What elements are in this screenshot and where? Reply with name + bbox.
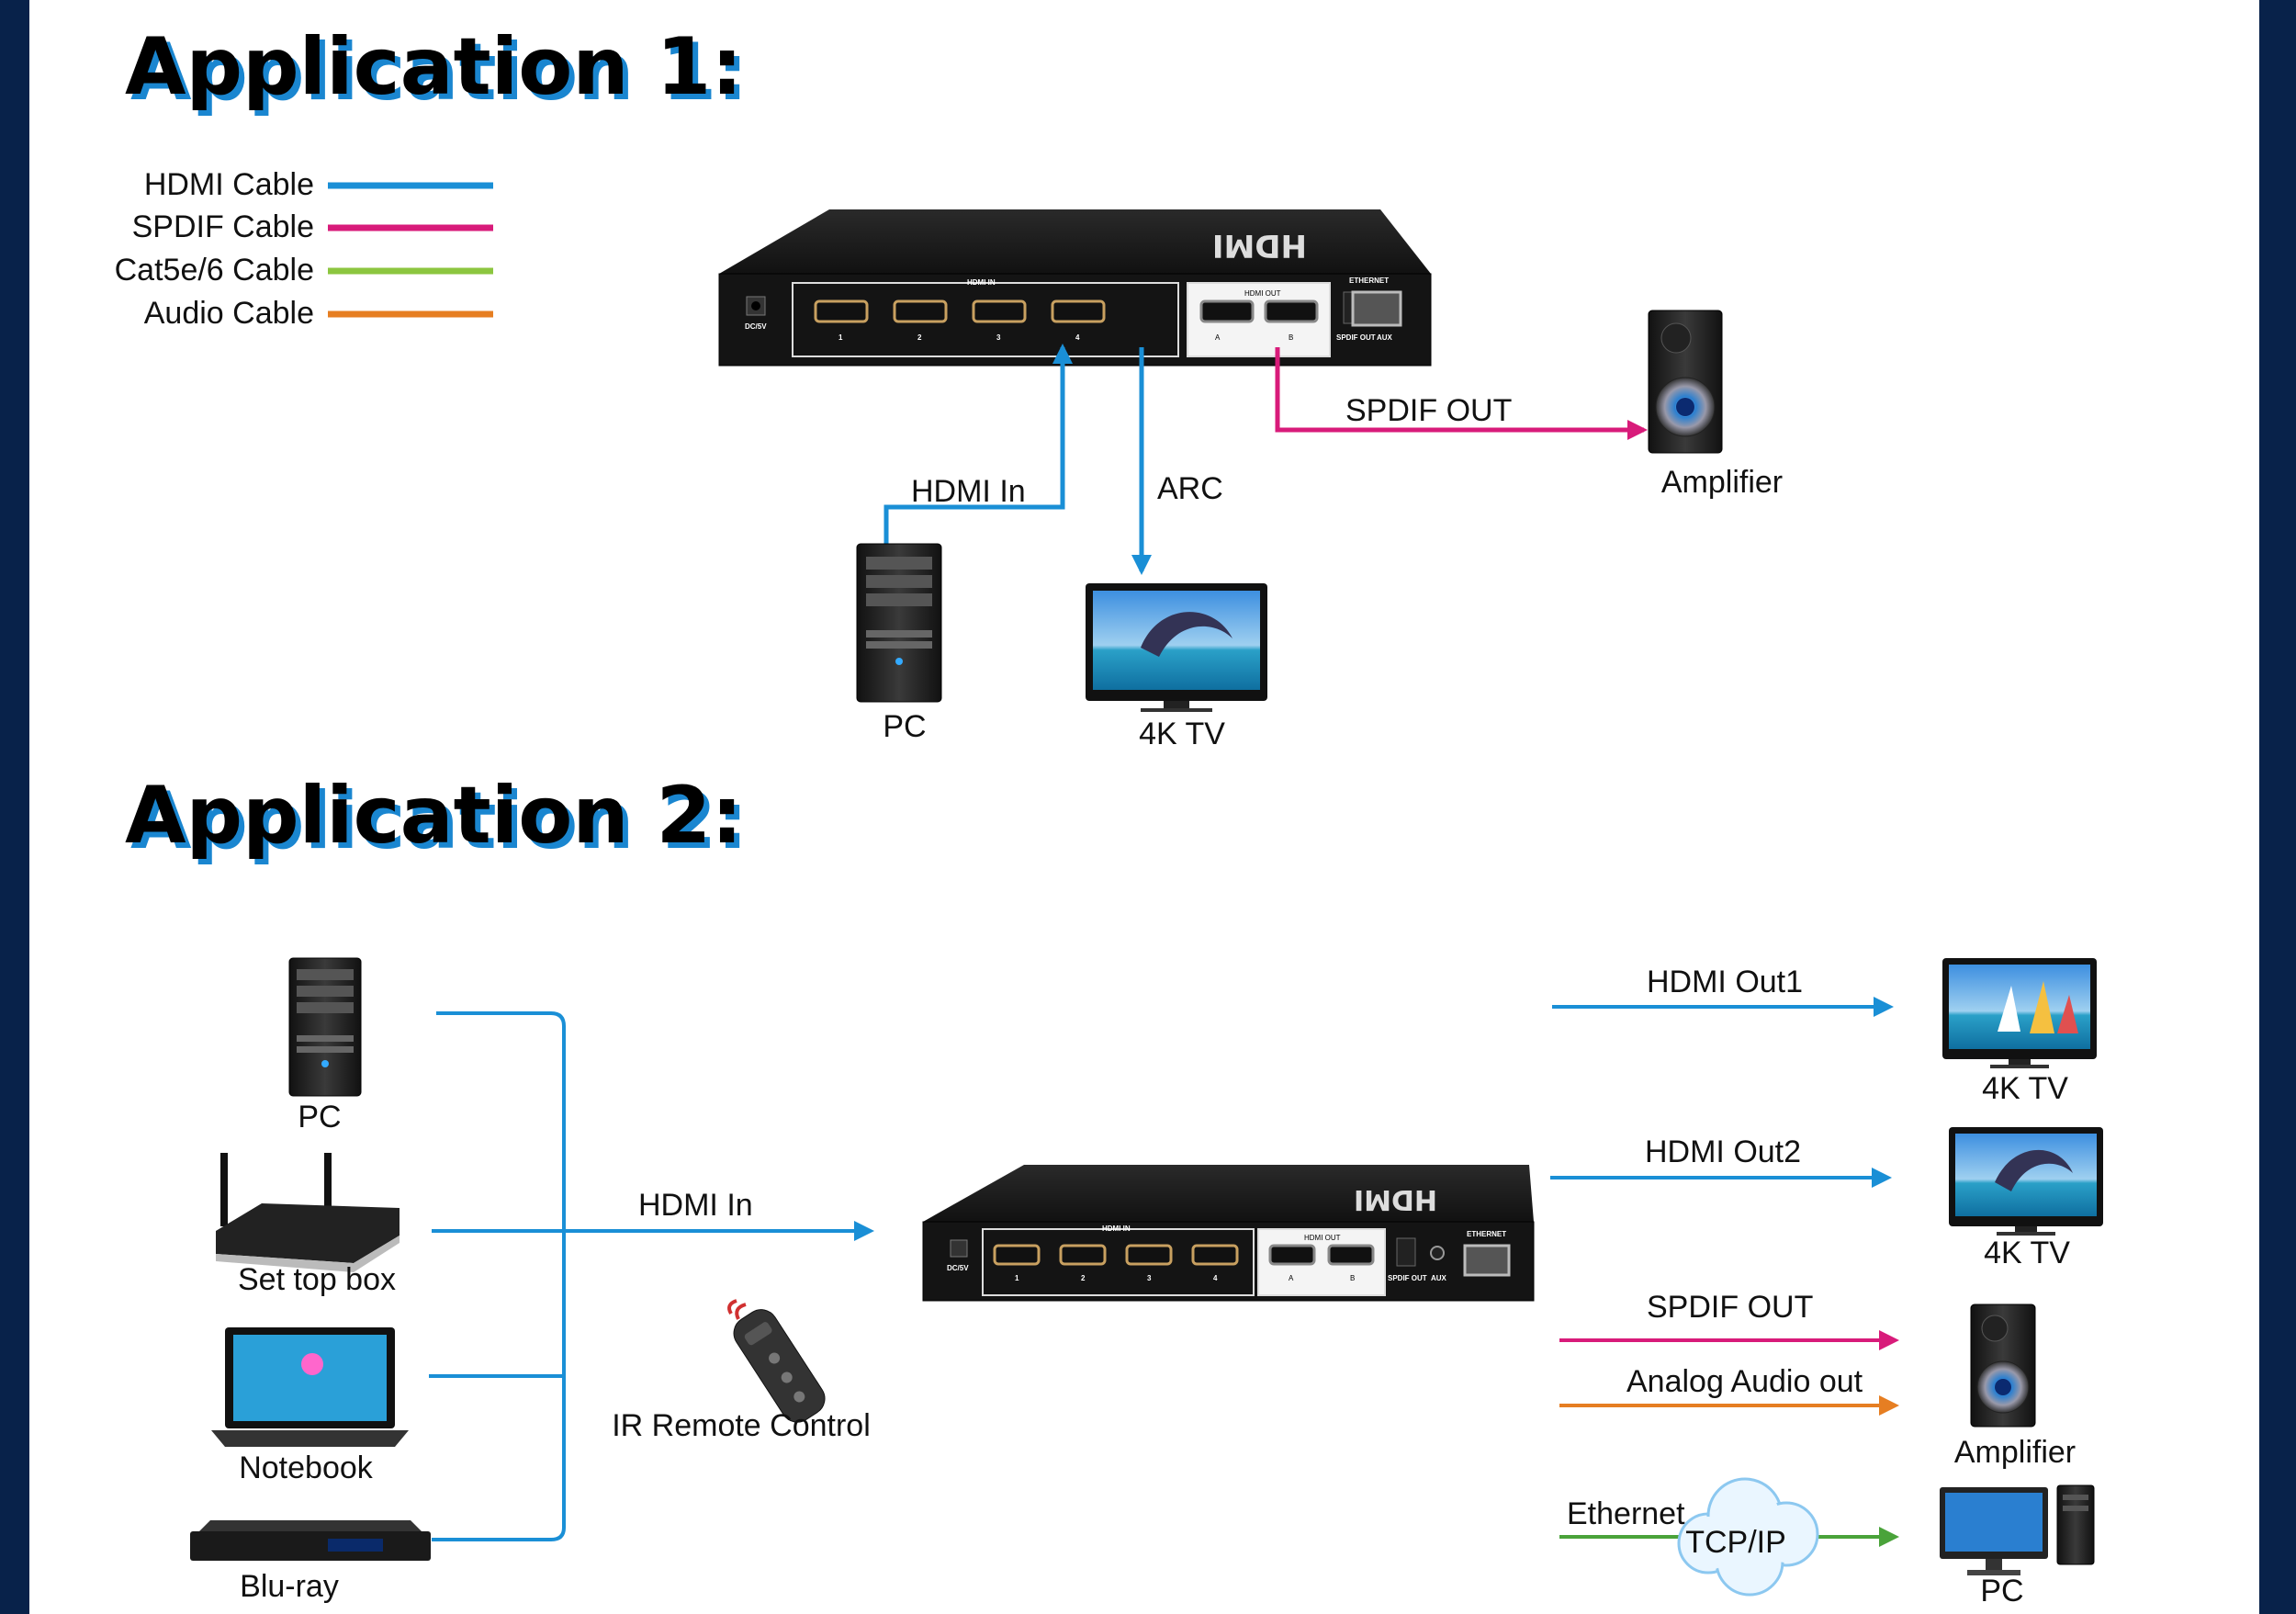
svg-text:ETHERNET: ETHERNET: [1349, 277, 1389, 285]
app2-bluray-label: Blu-ray: [240, 1569, 339, 1604]
app2-hdmi-in-label: HDMI In: [638, 1188, 753, 1223]
svg-text:4: 4: [1075, 333, 1080, 342]
legend-label-cat: Cat5e/6 Cable: [115, 253, 314, 288]
app2-settop-box: [216, 1153, 400, 1272]
svg-text:1: 1: [838, 333, 843, 342]
svg-text:HDMI IN: HDMI IN: [967, 278, 996, 287]
heading-application-2: Application 2: Application 2:: [125, 770, 748, 867]
svg-text:SPDIF OUT: SPDIF OUT: [1336, 333, 1376, 342]
svg-text:Application 1:: Application 1:: [130, 27, 748, 119]
svg-text:A: A: [1289, 1274, 1294, 1282]
app2-out1-label: HDMI Out1: [1647, 965, 1803, 999]
app1-pc-label: PC: [883, 709, 926, 744]
app1-arc-label: ARC: [1157, 471, 1223, 506]
svg-text:Application 2:: Application 2:: [130, 775, 748, 867]
legend-label-hdmi: HDMI Cable: [144, 167, 314, 202]
app2-tcpip-label: TCP/IP: [1685, 1525, 1786, 1560]
hdmi-device-1-ethernet: ETHERNET: [1349, 277, 1402, 327]
app2-tv-2: [1949, 1127, 2103, 1236]
app2-amplifier-label: Amplifier: [1954, 1435, 2076, 1470]
app1-hdmi-in-label: HDMI In: [911, 474, 1026, 509]
heading-application-1: Application 1: Application 1:: [125, 21, 748, 119]
app2-ir-remote: [727, 1299, 826, 1423]
app2-pc-out-label: PC: [1980, 1574, 2023, 1608]
svg-text:Application 2:: Application 2:: [125, 770, 743, 862]
app1-spdif-cable: [1275, 347, 1648, 440]
svg-text:2: 2: [1081, 1274, 1086, 1282]
app2-pc-label: PC: [298, 1100, 341, 1134]
app2-pc-tower: [288, 957, 362, 1097]
svg-text:4: 4: [1213, 1274, 1218, 1282]
hdmi-device-1: HDMI DC/5V HDMI IN 1 2 3 4 HDMI OUT A B …: [718, 209, 1432, 367]
app2-pc-out: [1940, 1484, 2095, 1575]
app2-tv-1-label: 4K TV: [1982, 1071, 2068, 1106]
app1-hdmi-in-cable: [884, 344, 1073, 544]
legend: HDMI Cable SPDIF Cable Cat5e/6 Cable Aud…: [115, 167, 493, 331]
app2-out2-label: HDMI Out2: [1645, 1134, 1801, 1169]
svg-text:2: 2: [917, 333, 922, 342]
svg-text:ETHERNET: ETHERNET: [1467, 1230, 1506, 1238]
svg-text:DC/5V: DC/5V: [745, 322, 767, 331]
app2-tv-1: [1942, 958, 2097, 1068]
app2-tv-2-label: 4K TV: [1984, 1236, 2070, 1270]
svg-text:HDMI: HDMI: [1212, 227, 1307, 264]
svg-text:AUX: AUX: [1431, 1274, 1447, 1282]
app2-input-bracket: [429, 1011, 874, 1541]
app2-remote-label: IR Remote Control: [612, 1408, 871, 1443]
svg-text:Application 1:: Application 1:: [125, 21, 743, 113]
svg-text:B: B: [1350, 1274, 1355, 1282]
app2-ethernet-label: Ethernet: [1567, 1496, 1685, 1531]
svg-text:HDMI OUT: HDMI OUT: [1244, 289, 1281, 298]
hdmi-device-2: HDMI DC/5V HDMI IN 1 2 3 4 HDMI OUT A B …: [922, 1165, 1535, 1302]
svg-text:HDMI: HDMI: [1354, 1183, 1437, 1215]
app1-amplifier-label: Amplifier: [1661, 465, 1783, 500]
app2-notebook: [211, 1327, 409, 1447]
app2-notebook-label: Notebook: [239, 1450, 374, 1485]
svg-text:3: 3: [996, 333, 1001, 342]
svg-text:SPDIF OUT: SPDIF OUT: [1388, 1274, 1427, 1282]
app1-amplifier: [1648, 310, 1723, 454]
legend-label-spdif: SPDIF Cable: [132, 209, 314, 244]
svg-text:B: B: [1289, 333, 1293, 342]
legend-label-audio: Audio Cable: [144, 296, 314, 331]
app1-tv: [1086, 583, 1267, 712]
svg-text:HDMI IN: HDMI IN: [1102, 1225, 1131, 1233]
app1-tv-label: 4K TV: [1139, 717, 1225, 751]
svg-text:DC/5V: DC/5V: [947, 1264, 969, 1272]
svg-text:3: 3: [1147, 1274, 1152, 1282]
app1-spdif-label: SPDIF OUT: [1345, 393, 1512, 428]
app2-bluray: [190, 1520, 431, 1561]
svg-text:A: A: [1215, 333, 1221, 342]
app2-settop-label: Set top box: [238, 1262, 396, 1297]
svg-text:1: 1: [1015, 1274, 1019, 1282]
svg-text:HDMI OUT: HDMI OUT: [1304, 1234, 1341, 1242]
app2-spdif-label: SPDIF OUT: [1647, 1290, 1813, 1325]
app2-amplifier: [1970, 1304, 2036, 1428]
app1-pc-tower: [856, 543, 942, 703]
app2-tcpip-cloud: [1677, 1477, 1819, 1597]
svg-text:AUX: AUX: [1377, 333, 1393, 342]
app2-analog-label: Analog Audio out: [1626, 1364, 1863, 1399]
